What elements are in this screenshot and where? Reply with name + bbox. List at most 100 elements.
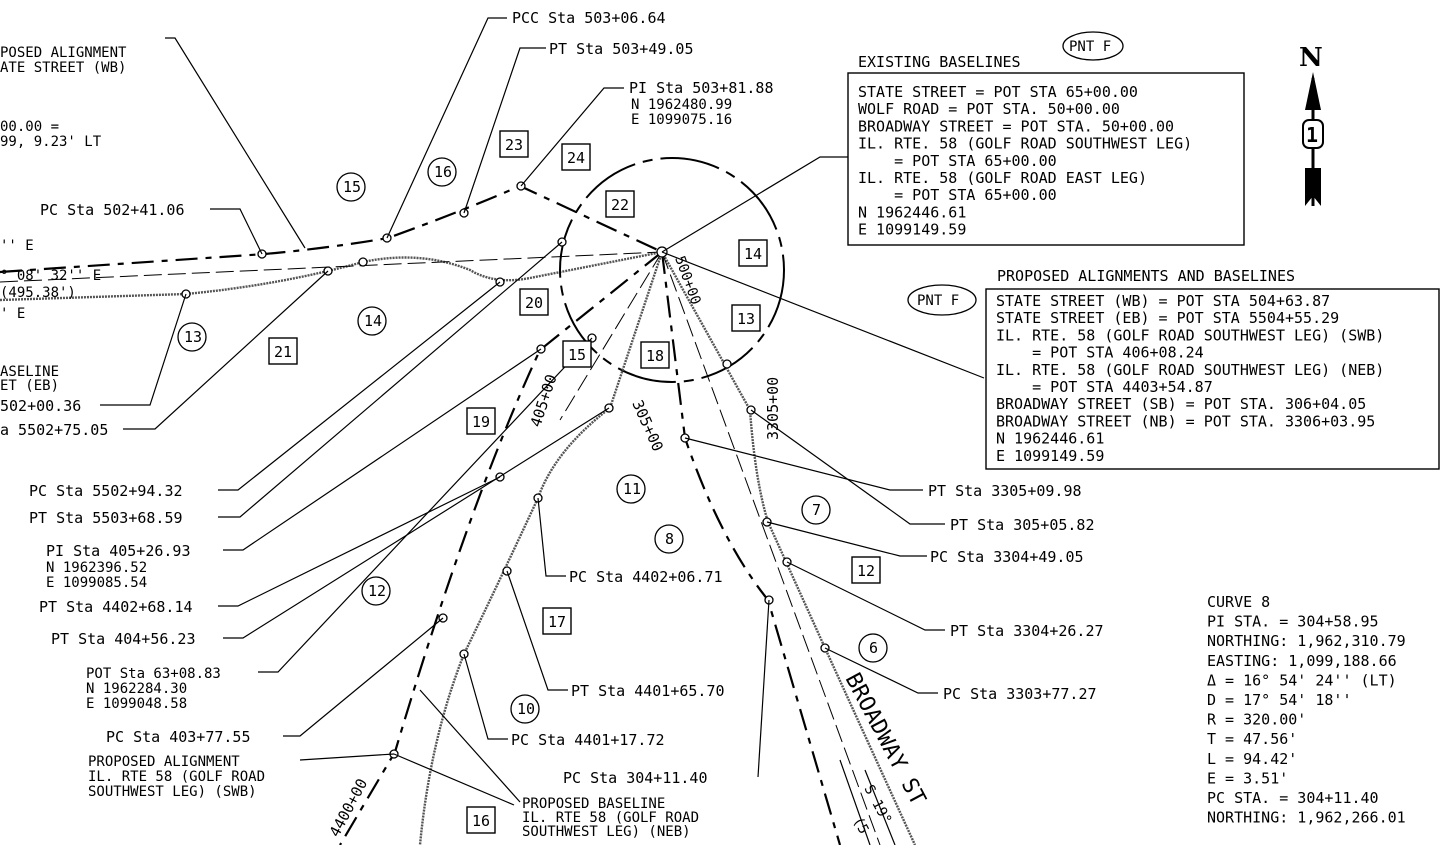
existing-baseline-line: WOLF ROAD = POT STA. 50+00.00 <box>858 100 1120 118</box>
circled-callout: 8 <box>654 524 684 554</box>
circled-callout: 15 <box>336 172 366 202</box>
svg-text:PNT F: PNT F <box>917 293 959 309</box>
boxed-callout: 18 <box>640 341 670 369</box>
leader-label: PT Sta 3304+26.27 <box>950 622 1104 640</box>
golf-road-neb-baseline <box>418 251 664 845</box>
boxed-callout: 12 <box>851 556 881 584</box>
left-align-label: POSED ALIGNMENT <box>0 45 127 61</box>
left-baseline-label: ASELINE <box>0 364 59 380</box>
edge-line <box>864 769 896 845</box>
curve-8-line: PI STA. = 304+58.95 <box>1207 613 1379 631</box>
curve-8-line: NORTHING: 1,962,266.01 <box>1207 809 1406 827</box>
existing-baseline-line: IL. RTE. 58 (GOLF ROAD SOUTHWEST LEG) <box>858 135 1192 153</box>
leader-label: PT Sta 503+49.05 <box>549 40 694 58</box>
proposed-baselines-title: PROPOSED ALIGNMENTS AND BASELINES <box>997 267 1295 285</box>
svg-text:23: 23 <box>505 136 523 154</box>
svg-text:1: 1 <box>1306 123 1318 147</box>
pi-503-northing: N 1962480.99 <box>631 97 732 113</box>
boxed-callout: 23 <box>499 130 529 158</box>
leader-label: PC Sta 4402+06.71 <box>569 568 723 586</box>
golf-road-swb-alignment <box>339 251 663 845</box>
circled-callout: 10 <box>510 694 540 724</box>
boxed-callout: 14 <box>738 239 768 267</box>
boxed-callout: 20 <box>519 288 549 316</box>
edge-line <box>839 759 871 845</box>
circled-callout: 16 <box>427 157 457 187</box>
curve-8-line: L = 94.42' <box>1207 750 1297 768</box>
proposed-baseline-line: STATE STREET (WB) = POT STA 504+63.87 <box>996 292 1330 310</box>
pnt-f-tag <box>907 284 977 316</box>
circled-callout: 7 <box>801 495 831 525</box>
pi-503-easting: E 1099075.16 <box>631 112 732 128</box>
leader-label: PT Sta 4402+68.14 <box>39 598 193 616</box>
left-bearing-label: ' E <box>0 306 25 322</box>
curve-8-line: CURVE 8 <box>1207 593 1270 611</box>
curve-8-line: D = 17° 54' 18'' <box>1207 691 1352 709</box>
leader-label: PT Sta 305+05.82 <box>950 516 1095 534</box>
station-305-label: 305+00 <box>628 397 666 454</box>
svg-text:22: 22 <box>611 196 629 214</box>
circled-callout: 6 <box>858 633 888 663</box>
leader-label: PT Sta 4401+65.70 <box>571 682 725 700</box>
boxed-callout: 24 <box>561 143 591 171</box>
existing-baselines-title: EXISTING BASELINES <box>858 53 1021 71</box>
broadway-street-label: BROADWAY ST <box>840 669 930 809</box>
proposed-baselines-panel: PROPOSED ALIGNMENTS AND BASELINES PNT F … <box>907 267 1440 470</box>
left-baseline-label: ET (EB) <box>0 378 59 394</box>
left-align-label: ATE STREET (WB) <box>0 60 126 76</box>
state-street-reference-line <box>0 251 663 283</box>
existing-baselines-panel: EXISTING BASELINES PNT F STATE STREET = … <box>847 31 1245 246</box>
left-station-label: 502+00.36 <box>0 397 81 415</box>
leader-label: PT Sta 3305+09.98 <box>928 482 1082 500</box>
circled-callout: 14 <box>357 306 387 336</box>
station-405-label: 405+00 <box>527 372 561 429</box>
proposed-baseline-line: N 1962446.61 <box>996 430 1104 448</box>
curve-8-line: NORTHING: 1,962,310.79 <box>1207 632 1406 650</box>
proposed-baseline-line: = POT STA 4403+54.87 <box>996 378 1213 396</box>
pot-63-station: POT Sta 63+08.83 <box>86 666 221 682</box>
proposed-baseline-line: IL. RTE. 58 (GOLF ROAD SOUTHWEST LEG) (N… <box>996 361 1384 379</box>
pi-405-northing: N 1962396.52 <box>46 560 147 576</box>
svg-text:10: 10 <box>517 700 535 718</box>
svg-text:21: 21 <box>274 343 292 361</box>
existing-baseline-line: STATE STREET = POT STA 65+00.00 <box>858 83 1138 101</box>
existing-baseline-line: = POT STA 65+00.00 <box>858 152 1057 170</box>
proposed-alignment-swb-label: IL. RTE 58 (GOLF ROAD <box>88 769 265 785</box>
leader-label: PC Sta 502+41.06 <box>40 201 185 219</box>
curve-8-line: PC STA. = 304+11.40 <box>1207 789 1379 807</box>
station-500-label: 500+00 <box>671 254 703 307</box>
pot-63-northing: N 1962284.30 <box>86 681 187 697</box>
leader-label: PC Sta 304+11.40 <box>563 769 708 787</box>
svg-text:PNT F: PNT F <box>1069 39 1111 55</box>
leader-label: PC Sta 403+77.55 <box>106 728 251 746</box>
proposed-baseline-line: = POT STA 406+08.24 <box>996 344 1204 362</box>
leader-lines <box>100 17 985 806</box>
curve-8-line: EASTING: 1,099,188.66 <box>1207 652 1397 670</box>
svg-text:11: 11 <box>623 480 641 498</box>
pnt-f-tag <box>1062 31 1124 61</box>
left-bearing-label: (495.38') <box>0 285 76 301</box>
svg-text:15: 15 <box>568 346 586 364</box>
svg-text:15: 15 <box>343 178 361 196</box>
svg-text:14: 14 <box>744 245 762 263</box>
leader-label: PT Sta 404+56.23 <box>51 630 196 648</box>
svg-text:14: 14 <box>364 312 382 330</box>
circled-callout: 11 <box>616 474 646 504</box>
pi-503-station: PI Sta 503+81.88 <box>629 79 774 97</box>
svg-text:19: 19 <box>472 413 490 431</box>
proposed-baseline-line: STATE STREET (EB) = POT STA 5504+55.29 <box>996 309 1339 327</box>
proposed-alignment-swb-label: PROPOSED ALIGNMENT <box>88 754 240 770</box>
svg-text:16: 16 <box>434 163 452 181</box>
leader-label: PCC Sta 503+06.64 <box>512 9 666 27</box>
boxed-callout: 22 <box>605 190 635 218</box>
tangent-line <box>661 251 881 845</box>
leader-label: PC Sta 3303+77.27 <box>943 685 1097 703</box>
boxed-callout: 13 <box>731 304 761 332</box>
pot-63-easting: E 1099048.58 <box>86 696 187 712</box>
leader-label: PC Sta 4401+17.72 <box>511 731 665 749</box>
svg-text:12: 12 <box>857 562 875 580</box>
svg-text:18: 18 <box>646 347 664 365</box>
state-street-wb-alignment <box>0 184 663 274</box>
proposed-baseline-line: BROADWAY STREET (SB) = POT STA. 306+04.0… <box>996 395 1366 413</box>
